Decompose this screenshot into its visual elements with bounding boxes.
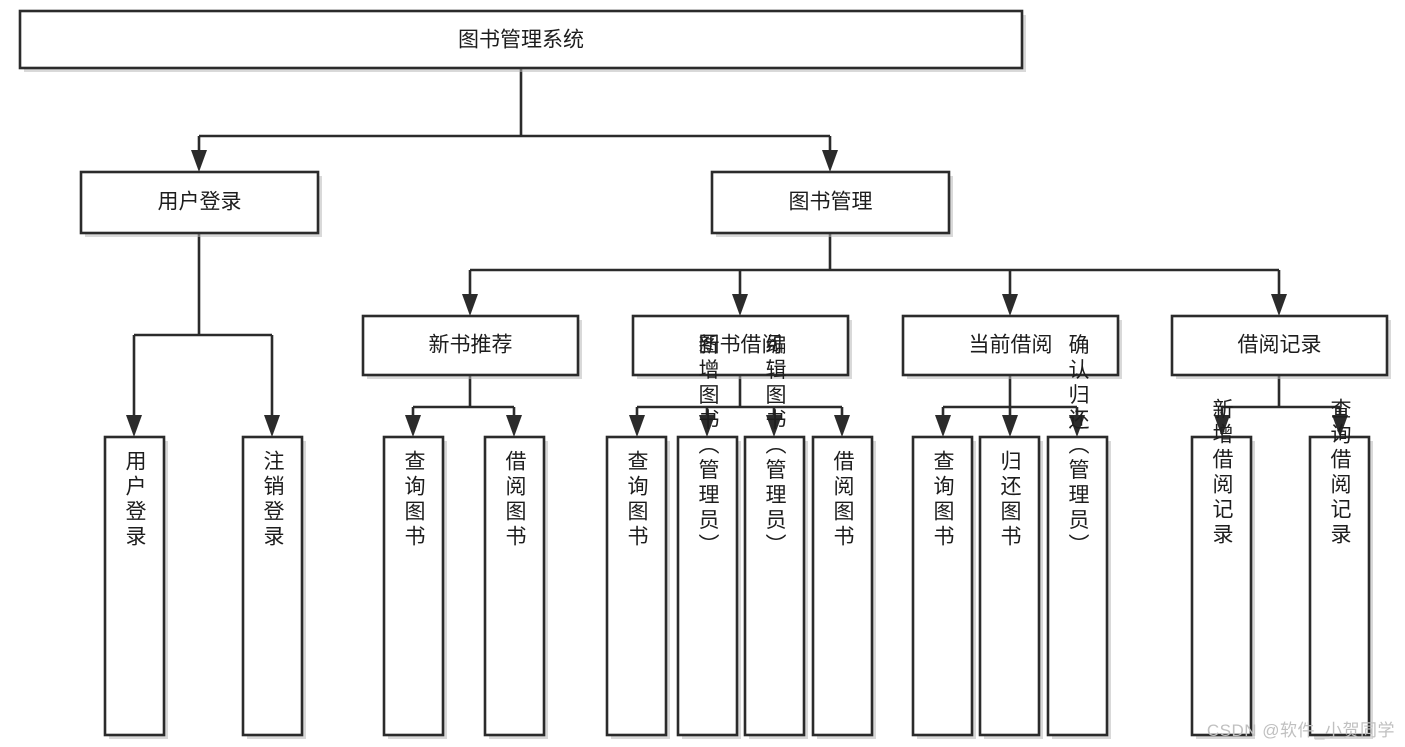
node-borrow-record[interactable]: 借阅记录 xyxy=(1170,314,1391,379)
connector-borrow-record-children xyxy=(1214,375,1348,437)
node-leaf-query-record[interactable]: 查询借阅记录 xyxy=(1308,398,1373,739)
connector-book-borrow-children xyxy=(629,375,850,437)
node-leaf-borrow-book-1[interactable]: 借阅图书 xyxy=(483,435,548,739)
connector-root-trunk xyxy=(197,68,832,152)
node-book-manage-label: 图书管理 xyxy=(789,191,873,214)
node-borrow-record-label: 借阅记录 xyxy=(1238,334,1322,357)
node-book-borrow[interactable]: 图书借阅 xyxy=(631,314,852,379)
node-leaf-confirm-return-label: 确认归还（管理员） xyxy=(1066,334,1090,559)
connector-user-login-children xyxy=(126,233,280,437)
node-leaf-logout-login-label: 注销登录 xyxy=(261,450,285,550)
node-book-borrow-label: 图书借阅 xyxy=(699,334,783,357)
node-current-borrow[interactable]: 当前借阅 xyxy=(901,314,1122,379)
node-user-login-label: 用户登录 xyxy=(158,191,242,214)
node-leaf-query-book-3[interactable]: 查询图书 xyxy=(911,435,976,739)
node-leaf-add-book-label: 新增图书（管理员） xyxy=(696,334,720,559)
node-user-login[interactable]: 用户登录 xyxy=(79,170,322,237)
node-leaf-edit-book-label: 编辑图书（管理员） xyxy=(763,334,787,559)
node-leaf-logout-login[interactable]: 注销登录 xyxy=(241,435,306,739)
node-current-borrow-label: 当前借阅 xyxy=(969,334,1053,357)
node-leaf-user-login[interactable]: 用户登录 xyxy=(103,435,168,739)
node-leaf-user-login-label: 用户登录 xyxy=(123,450,147,550)
node-leaf-query-book-3-label: 查询图书 xyxy=(931,450,955,550)
node-leaf-add-record-label: 新增借阅记录 xyxy=(1210,398,1234,548)
connector-current-borrow-children xyxy=(935,375,1085,437)
node-leaf-add-record[interactable]: 新增借阅记录 xyxy=(1190,398,1255,739)
node-book-manage[interactable]: 图书管理 xyxy=(710,170,953,237)
node-leaf-add-book[interactable]: 新增图书（管理员） xyxy=(676,334,741,740)
node-leaf-return-book-label: 归还图书 xyxy=(998,450,1022,550)
node-leaf-borrow-book-1-label: 借阅图书 xyxy=(503,450,527,550)
node-leaf-query-book-2[interactable]: 查询图书 xyxy=(605,435,670,739)
arrow-to-user-login xyxy=(191,150,207,172)
node-root-label: 图书管理系统 xyxy=(458,29,584,52)
node-root[interactable]: 图书管理系统 xyxy=(18,9,1026,72)
connector-book-manage-children xyxy=(462,233,1287,316)
node-leaf-query-book-1[interactable]: 查询图书 xyxy=(382,435,447,739)
connector-new-book-recommend-children xyxy=(405,375,522,437)
node-leaf-query-book-1-label: 查询图书 xyxy=(402,450,426,550)
node-leaf-confirm-return[interactable]: 确认归还（管理员） xyxy=(1046,334,1111,740)
node-new-book-recommend[interactable]: 新书推荐 xyxy=(361,314,582,379)
node-leaf-borrow-book-2[interactable]: 借阅图书 xyxy=(811,435,876,739)
node-leaf-query-record-label: 查询借阅记录 xyxy=(1328,398,1352,548)
node-new-book-recommend-label: 新书推荐 xyxy=(429,334,513,357)
node-leaf-return-book[interactable]: 归还图书 xyxy=(978,435,1043,739)
node-leaf-borrow-book-2-label: 借阅图书 xyxy=(831,450,855,550)
node-leaf-edit-book[interactable]: 编辑图书（管理员） xyxy=(743,334,808,740)
arrow-to-book-manage xyxy=(822,150,838,172)
node-leaf-query-book-2-label: 查询图书 xyxy=(625,450,649,550)
